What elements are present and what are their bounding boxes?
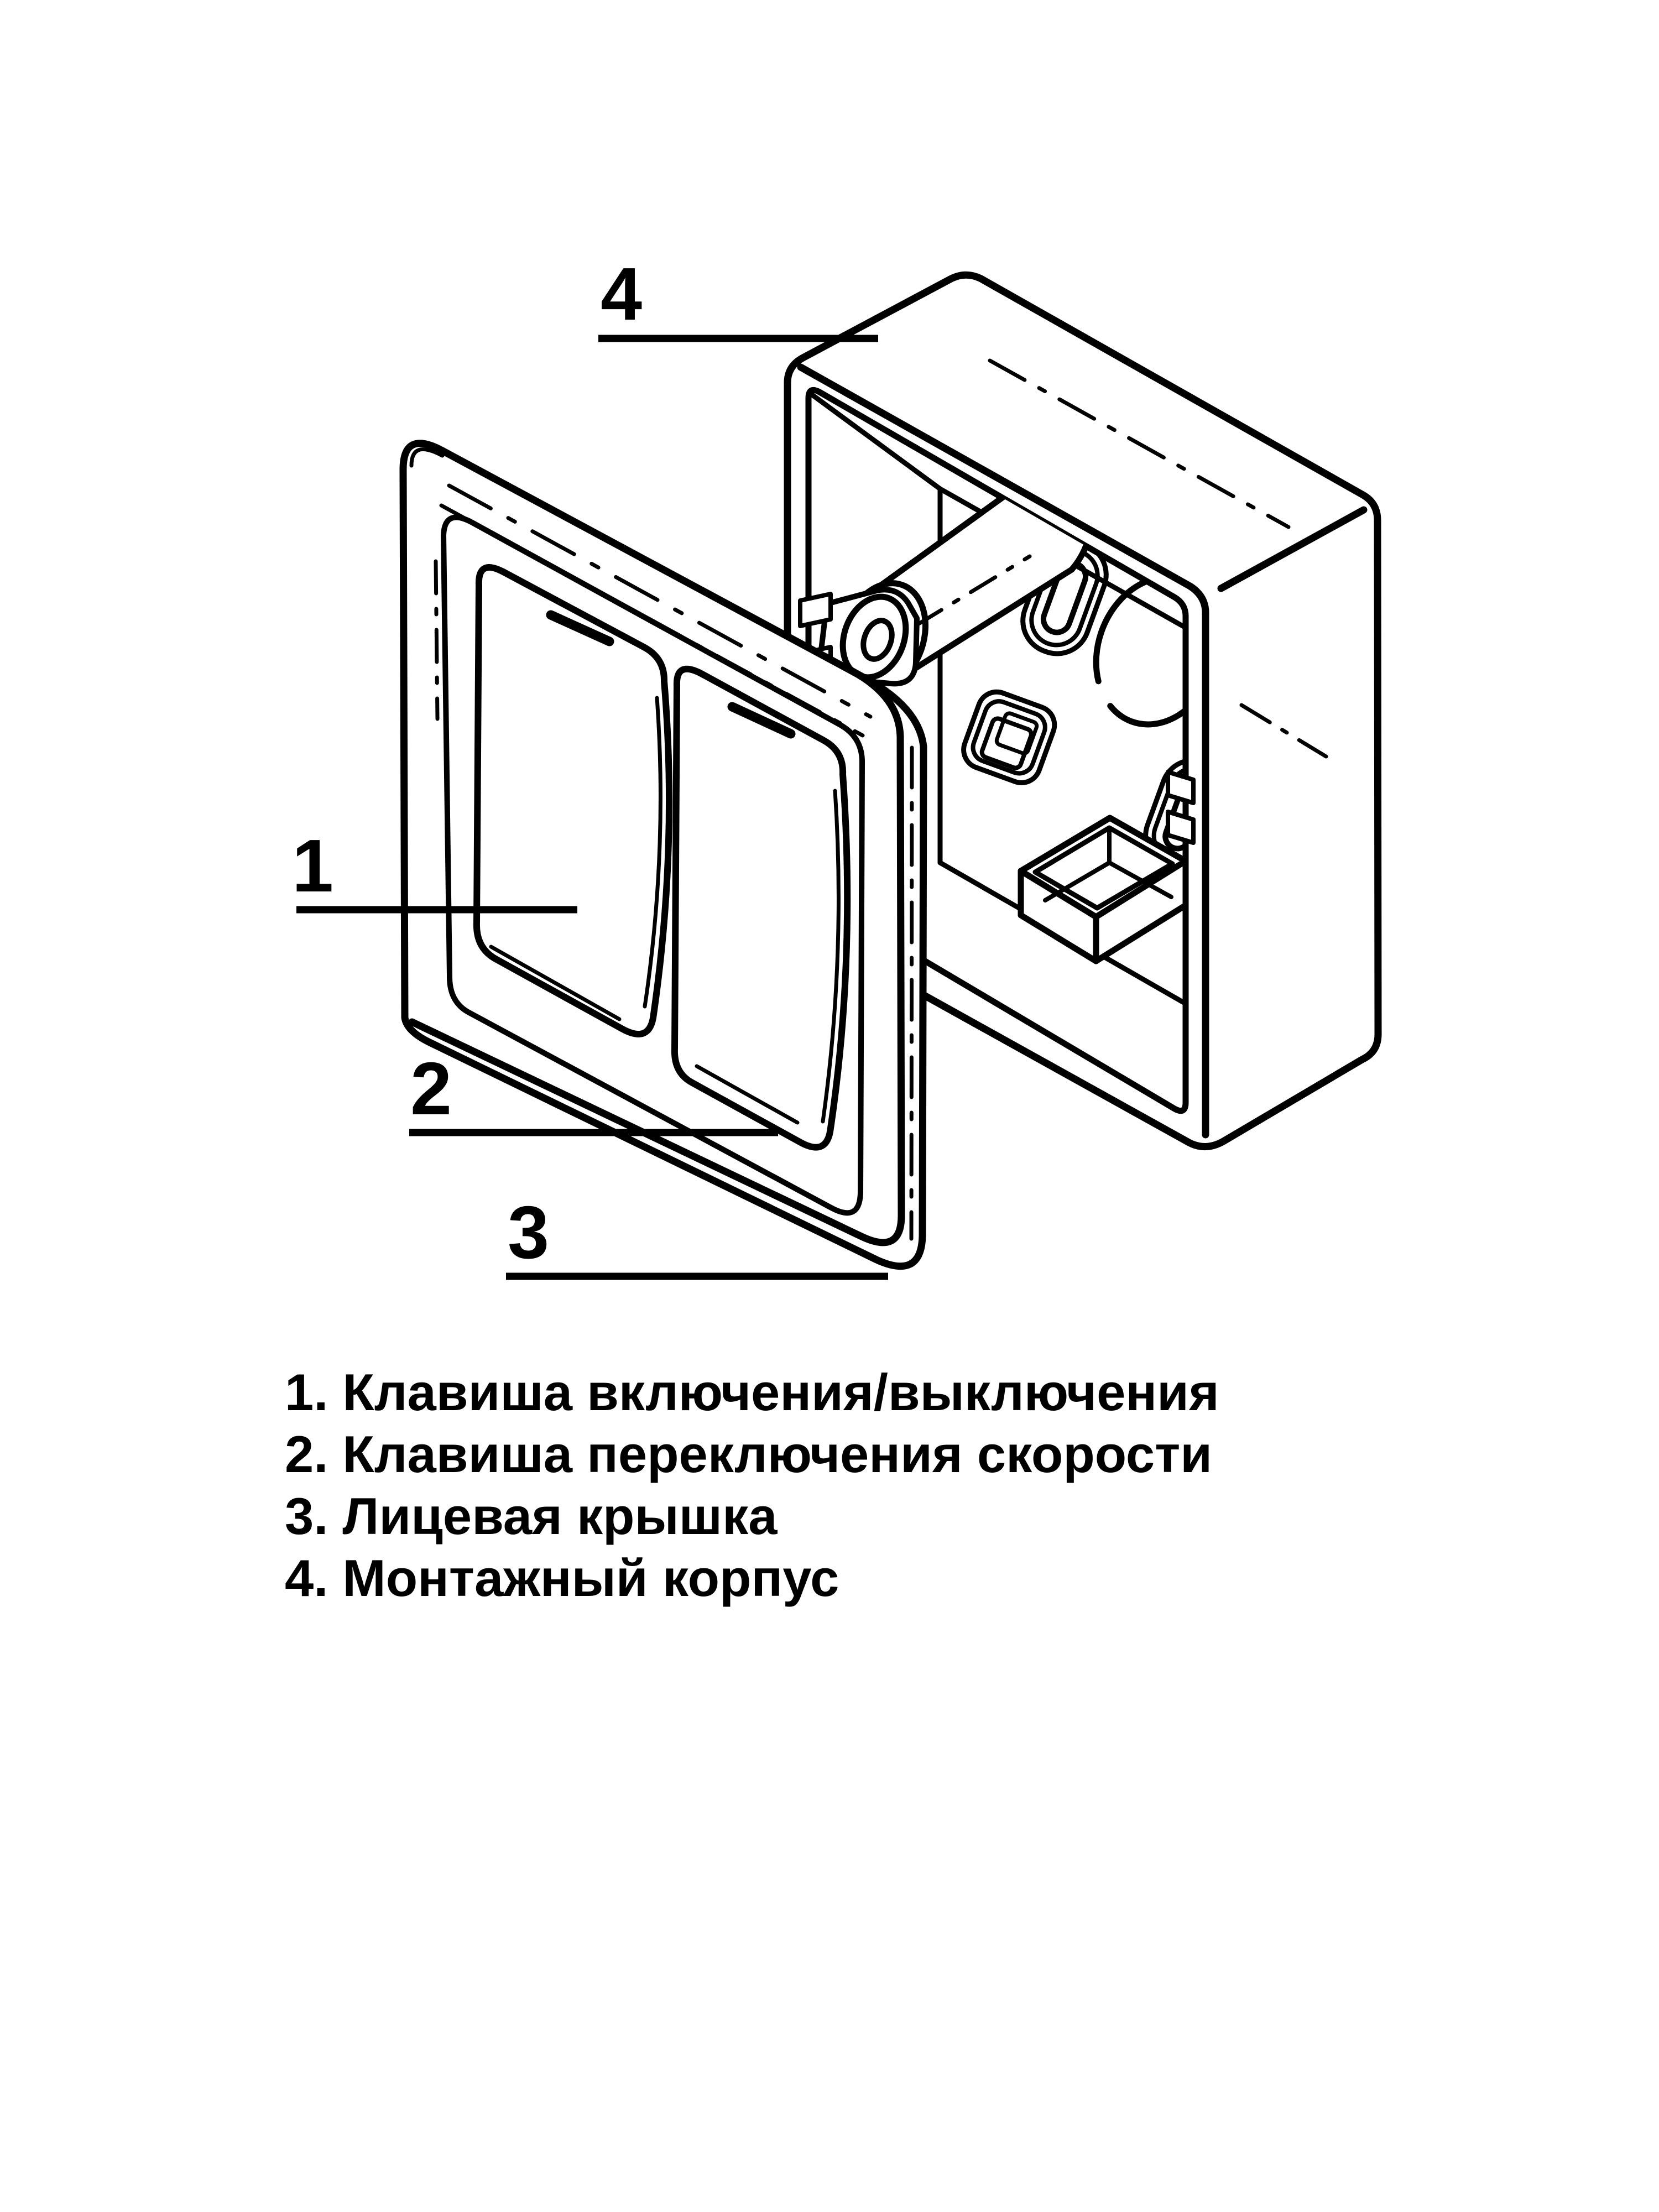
bracket-prong-top: [798, 592, 833, 628]
box-side-face-centerline: [1239, 703, 1328, 759]
callout-number-2: 2: [410, 1047, 452, 1130]
cover-highlight-dash-1: [447, 483, 873, 719]
knockout-oval-lower-hole: [1162, 776, 1186, 852]
legend-item-number: 4.: [285, 1549, 328, 1607]
cover-corner-bevel: [409, 447, 445, 468]
rocker-right-side-line: [821, 789, 841, 1124]
legend-item-2: 2.Клавиша переключения скорости: [285, 1423, 1219, 1485]
box-front-top-edge: [797, 363, 1209, 1139]
cover-side-centerline: [909, 745, 914, 1241]
rocker-left-outline: [473, 564, 673, 1037]
tray-rim-inner: [1032, 825, 1175, 911]
knockout-square-hole-depth: [994, 711, 1039, 755]
cover-face-edges: [408, 667, 905, 1246]
rocker-left-indicator-slot: [546, 610, 614, 646]
box-top-right-edge: [1217, 506, 1368, 592]
cover-highlight-dash-3: [434, 559, 440, 721]
face-cover: [399, 440, 927, 1270]
mounting-box: [784, 271, 1382, 1151]
knockout-square: [961, 689, 1057, 785]
legend-item-1: 1.Клавиша включения/выключения: [285, 1361, 1219, 1423]
frame-notch-bottom: [1166, 810, 1196, 845]
callouts: 4 1 2 3: [292, 252, 888, 1280]
knockout-square-outer: [961, 689, 1057, 785]
callout-number-1: 1: [292, 824, 333, 907]
tray-inner-wall: [1043, 826, 1173, 902]
callout-number-4: 4: [601, 252, 642, 336]
rocker-left: [473, 564, 673, 1037]
rocker-left-bottom-line: [489, 945, 622, 1021]
screw-post-axis: [915, 554, 1032, 627]
rocker-right-bottom-line: [695, 1064, 800, 1125]
legend-item-3: 3.Лицевая крышка: [285, 1485, 1219, 1547]
legend-item-4: 4.Монтажный корпус: [285, 1547, 1219, 1609]
cable-entry-tray: [1018, 815, 1186, 964]
legend-item-label: Монтажный корпус: [342, 1549, 839, 1607]
cover-recess-frame: [441, 514, 865, 1216]
legend-item-number: 2.: [285, 1425, 328, 1483]
rocker-right: [671, 665, 851, 1151]
legend-item-number: 1.: [285, 1363, 328, 1421]
callout-number-3: 3: [508, 1191, 549, 1274]
legend-item-number: 3.: [285, 1487, 328, 1545]
rocker-right-outline: [671, 665, 851, 1151]
box-left-wall-edge: [808, 391, 943, 492]
knockout-square-mid: [971, 699, 1047, 776]
rocker-left-side-line: [643, 696, 662, 1009]
box-top-face-centerline: [988, 358, 1291, 529]
screw-post-hole: [860, 618, 895, 662]
legend: 1.Клавиша включения/выключения 2.Клавиша…: [285, 1361, 1219, 1609]
legend-item-label: Лицевая крышка: [342, 1487, 778, 1545]
tray-rim: [1018, 815, 1186, 920]
legend-item-label: Клавиша переключения скорости: [342, 1425, 1213, 1483]
frame-notch-top: [1166, 770, 1196, 805]
rocker-right-indicator-slot: [727, 702, 796, 739]
legend-item-label: Клавиша включения/выключения: [342, 1363, 1219, 1421]
knockout-square-hole: [979, 716, 1034, 770]
